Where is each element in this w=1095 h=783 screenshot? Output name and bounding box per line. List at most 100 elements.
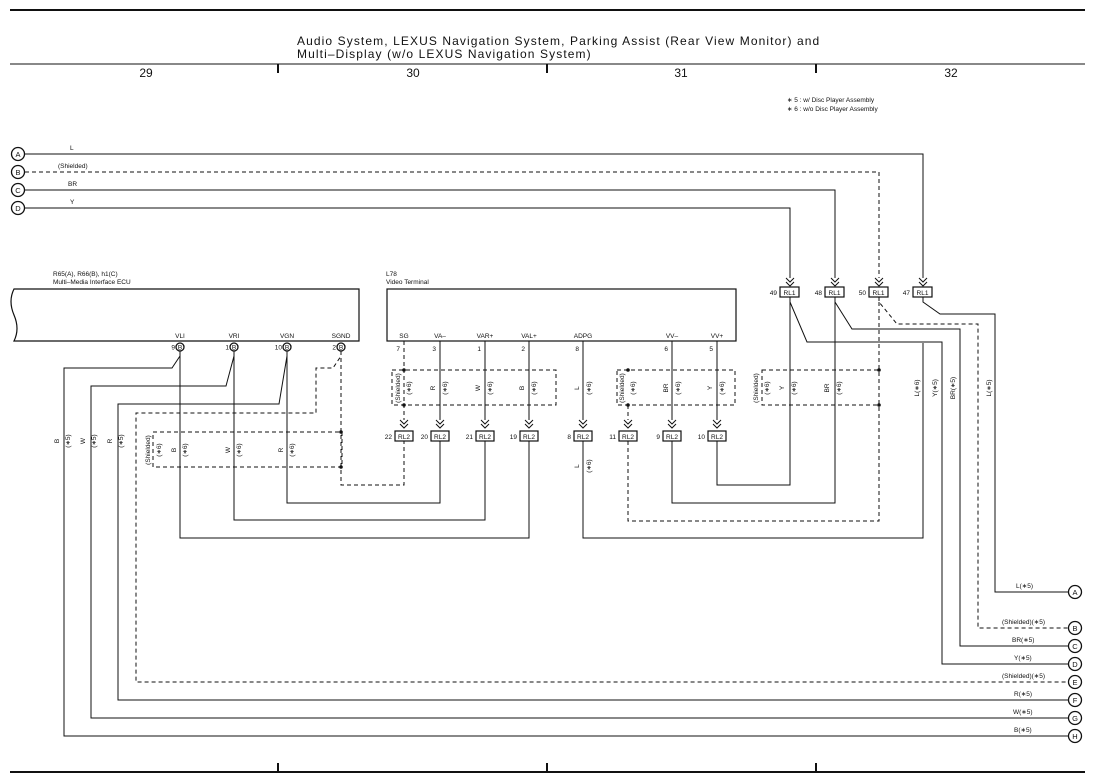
svg-text:R: R bbox=[430, 385, 437, 390]
svg-text:W: W bbox=[80, 437, 87, 444]
svg-text:RL2: RL2 bbox=[398, 434, 410, 441]
svg-text:ADPG: ADPG bbox=[574, 333, 592, 340]
rl1-connector: RL1 49 RL1 48 RL1 50 RL1 47 bbox=[770, 286, 933, 298]
svg-text:D: D bbox=[15, 204, 21, 213]
column-number: 32 bbox=[944, 66, 958, 80]
svg-text:RL2: RL2 bbox=[523, 434, 535, 441]
svg-text:(∗5): (∗5) bbox=[65, 434, 72, 447]
video-terminal-name: Video Terminal bbox=[386, 279, 429, 286]
svg-text:(∗6): (∗6) bbox=[764, 381, 771, 394]
svg-text:RL1: RL1 bbox=[873, 290, 885, 297]
right-wire-labels: L(∗5) (Shielded)(∗5) BR(∗5) Y(∗5) (Shiel… bbox=[1002, 583, 1045, 734]
svg-text:R: R bbox=[107, 438, 114, 443]
svg-text:8: 8 bbox=[575, 346, 579, 353]
svg-text:L(∗5): L(∗5) bbox=[1016, 583, 1033, 590]
svg-text:VAL+: VAL+ bbox=[521, 333, 537, 340]
svg-text:G: G bbox=[1072, 714, 1078, 723]
svg-text:BR(∗5): BR(∗5) bbox=[950, 377, 957, 399]
multi-media-interface-ecu bbox=[10, 288, 360, 342]
ecu-pin-name: VLI bbox=[175, 333, 185, 340]
ecu-pin-name: VGN bbox=[280, 333, 294, 340]
svg-text:(∗6): (∗6) bbox=[406, 381, 413, 394]
svg-text:RL2: RL2 bbox=[479, 434, 491, 441]
wire-l bbox=[25, 153, 924, 278]
wire-label: BR bbox=[68, 181, 77, 188]
svg-text:8: 8 bbox=[567, 434, 571, 441]
svg-text:L(∗5): L(∗5) bbox=[986, 379, 993, 396]
svg-text:R: R bbox=[278, 447, 285, 452]
footnote-5: ∗ 5 : w/ Disc Player Assembly bbox=[787, 97, 875, 104]
svg-text:VA–: VA– bbox=[434, 333, 446, 340]
svg-text:1: 1 bbox=[477, 346, 481, 353]
circuit-wires bbox=[63, 297, 1068, 737]
svg-text:VV+: VV+ bbox=[711, 333, 724, 340]
svg-text:SG: SG bbox=[399, 333, 408, 340]
svg-text:Y(∗5): Y(∗5) bbox=[1014, 655, 1032, 662]
svg-text:B: B bbox=[232, 345, 236, 352]
svg-text:(Shielded)(∗5): (Shielded)(∗5) bbox=[1002, 673, 1045, 680]
svg-text:RL1: RL1 bbox=[829, 290, 841, 297]
svg-text:B: B bbox=[15, 168, 20, 177]
shield-box bbox=[152, 431, 343, 468]
left-connector-c: C bbox=[10, 182, 26, 198]
svg-text:(∗6): (∗6) bbox=[586, 459, 593, 472]
svg-text:H: H bbox=[1072, 732, 1077, 741]
svg-text:10: 10 bbox=[698, 434, 706, 441]
right-connector-b: B bbox=[1067, 620, 1083, 636]
svg-text:(∗6): (∗6) bbox=[719, 381, 726, 394]
svg-text:B: B bbox=[178, 345, 182, 352]
title-line-2: Multi–Display (w/o LEXUS Navigation Syst… bbox=[297, 47, 592, 61]
svg-text:(∗6): (∗6) bbox=[182, 443, 189, 456]
shield-box bbox=[391, 369, 557, 406]
svg-text:(∗6): (∗6) bbox=[442, 381, 449, 394]
svg-text:49: 49 bbox=[770, 290, 778, 297]
svg-text:VV–: VV– bbox=[666, 333, 679, 340]
svg-text:(∗6): (∗6) bbox=[289, 443, 296, 456]
svg-text:W(∗5): W(∗5) bbox=[1013, 709, 1033, 716]
svg-text:L(∗6): L(∗6) bbox=[914, 379, 921, 396]
right-connector-a: A bbox=[1067, 584, 1083, 600]
svg-text:B: B bbox=[285, 345, 289, 352]
svg-text:7: 7 bbox=[396, 346, 400, 353]
wire-label: L bbox=[70, 145, 74, 152]
svg-text:9: 9 bbox=[171, 345, 175, 352]
svg-text:20: 20 bbox=[421, 434, 429, 441]
svg-text:47: 47 bbox=[903, 290, 911, 297]
column-number: 30 bbox=[406, 66, 420, 80]
svg-text:RL1: RL1 bbox=[784, 290, 796, 297]
rl2-connector: RL2 22 RL2 20 RL2 21 RL2 19 RL2 8 RL2 11… bbox=[385, 430, 727, 442]
svg-text:(∗6): (∗6) bbox=[791, 381, 798, 394]
ecu-pin-name: SGND bbox=[332, 333, 351, 340]
shield-box bbox=[616, 369, 736, 406]
svg-text:Y: Y bbox=[707, 385, 714, 390]
video-terminal bbox=[386, 288, 737, 342]
column-number: 29 bbox=[139, 66, 153, 80]
svg-text:C: C bbox=[15, 186, 21, 195]
svg-text:B: B bbox=[171, 448, 178, 452]
svg-text:BR: BR bbox=[663, 383, 670, 392]
svg-text:(Shielded): (Shielded) bbox=[145, 435, 152, 465]
svg-text:Y(∗5): Y(∗5) bbox=[932, 379, 939, 397]
wire-label: Y bbox=[70, 199, 75, 206]
svg-text:(∗6): (∗6) bbox=[836, 381, 843, 394]
ecu-pin-connectors: B 9 B 1 B 10 B 2 bbox=[171, 342, 346, 352]
svg-text:19: 19 bbox=[510, 434, 518, 441]
svg-text:1: 1 bbox=[225, 345, 229, 352]
svg-text:3: 3 bbox=[432, 346, 436, 353]
right-connector-h: H bbox=[1067, 728, 1083, 744]
svg-text:(Shielded): (Shielded) bbox=[753, 373, 760, 403]
svg-text:(Shielded)(∗5): (Shielded)(∗5) bbox=[1002, 619, 1045, 626]
right-connector-f: F bbox=[1067, 692, 1083, 708]
footnote-6: ∗ 6 : w/o Disc Player Assembly bbox=[787, 106, 878, 113]
ecu-name: Multi–Media Interface ECU bbox=[53, 279, 131, 286]
svg-text:(∗6): (∗6) bbox=[531, 381, 538, 394]
svg-text:B(∗5): B(∗5) bbox=[1014, 727, 1032, 734]
svg-text:(Shielded): (Shielded) bbox=[395, 373, 402, 403]
svg-text:W: W bbox=[225, 446, 232, 453]
video-terminal-pins: SG VA– VAR+ VAL+ ADPG VV– VV+ 7 3 1 2 8 … bbox=[396, 333, 723, 353]
svg-text:2: 2 bbox=[332, 345, 336, 352]
left-connector-b: B bbox=[10, 164, 26, 180]
svg-text:RL2: RL2 bbox=[434, 434, 446, 441]
svg-text:50: 50 bbox=[859, 290, 867, 297]
svg-text:C: C bbox=[1072, 642, 1078, 651]
